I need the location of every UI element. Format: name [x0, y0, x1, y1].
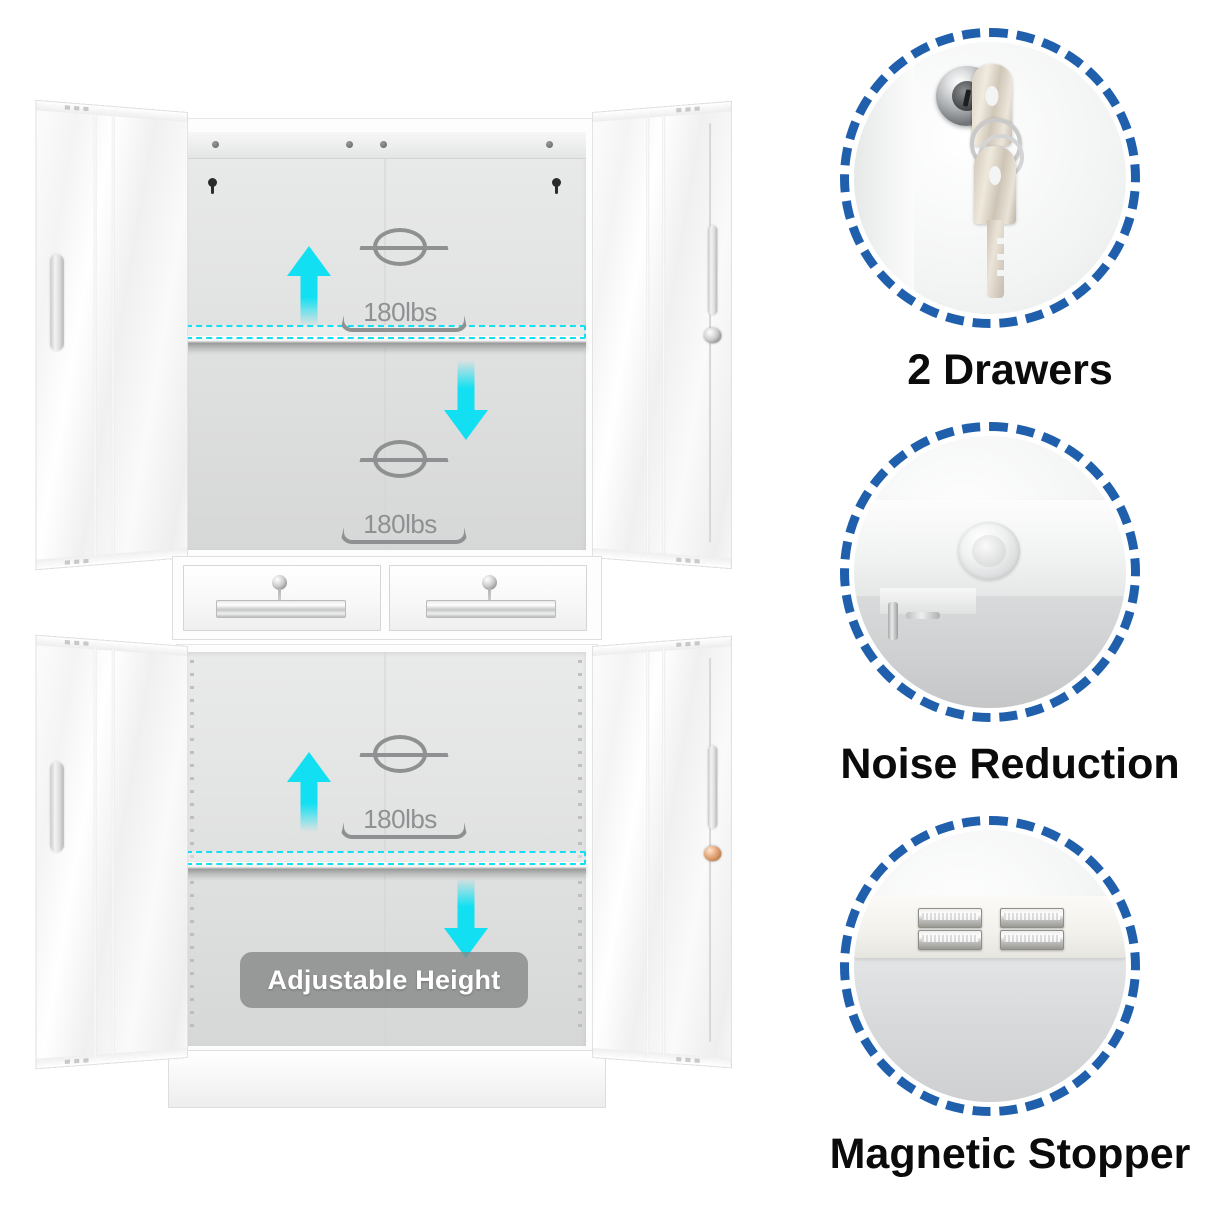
feature-caption-magnet: Magnetic Stopper: [829, 1130, 1191, 1178]
weight-capacity-icon-top: 180lbs: [340, 228, 468, 332]
drawer-right-key: [488, 588, 491, 608]
upper-left-door-handle[interactable]: [50, 254, 64, 351]
weight-capacity-label-bottom: 180lbs: [363, 509, 437, 539]
lower-right-door-lock[interactable]: [703, 845, 722, 862]
adjustable-height-badge: Adjustable Height: [240, 952, 528, 1008]
door-rib: [93, 113, 97, 557]
door-rib: [111, 115, 115, 555]
feature-noise-reduction: Noise Reduction: [820, 422, 1200, 822]
arrow-up-icon-inner: [287, 246, 331, 326]
drawer-bank: [172, 556, 602, 640]
door-rib: [93, 647, 97, 1057]
door-rib: [111, 648, 115, 1056]
back-panel-seam: [384, 158, 386, 550]
door-rib: [646, 650, 650, 1054]
product-image: 180lbs 180lbs: [35, 99, 732, 1108]
feature-circle-noise: [840, 422, 1140, 722]
drawer-right-handle[interactable]: [426, 600, 556, 618]
upper-cabinet-shelf: [186, 336, 586, 348]
feature-2-drawers: 2 Drawers: [820, 28, 1200, 428]
screw-icon: [346, 141, 353, 148]
drawer-left-key: [278, 588, 281, 608]
upper-right-door-lock[interactable]: [703, 327, 722, 344]
feature-circle-drawers: [840, 28, 1140, 328]
adjustable-height-label: Adjustable Height: [267, 964, 501, 995]
back-panel-seam: [384, 652, 386, 1046]
drawer-left[interactable]: [183, 565, 381, 631]
upper-right-door[interactable]: [592, 100, 732, 570]
screw-icon: [380, 141, 387, 148]
cabinet-base-plinth: [168, 1050, 606, 1108]
drawer-right[interactable]: [389, 565, 587, 631]
feature-caption-noise: Noise Reduction: [840, 740, 1180, 788]
door-rib: [646, 116, 650, 554]
dashed-ring-border: [840, 422, 1140, 722]
feature-circle-magnet: [840, 816, 1140, 1116]
adjustable-shelf-highlight-lower: [186, 851, 586, 865]
door-rib: [662, 649, 666, 1055]
weight-capacity-label-lower: 180lbs: [363, 804, 437, 834]
drawer-left-handle[interactable]: [216, 600, 346, 618]
drawer-right-lock[interactable]: [482, 575, 497, 590]
weight-capacity-icon-bottom: 180lbs: [340, 440, 468, 544]
lower-left-door[interactable]: [35, 634, 188, 1070]
lower-left-door-handle[interactable]: [50, 761, 64, 852]
weight-capacity-icon-lower: 180lbs: [340, 735, 468, 839]
screw-icon: [546, 141, 553, 148]
shelf-adjustment-hole-rail-right: [578, 660, 582, 1036]
door-rib: [662, 115, 666, 555]
drawer-left-lock[interactable]: [272, 575, 287, 590]
arrow-up-icon: [287, 752, 331, 832]
lower-right-door[interactable]: [592, 635, 732, 1069]
wall-mount-keyhole-icon: [208, 178, 217, 194]
arrow-down-icon: [444, 878, 488, 958]
wall-mount-keyhole-icon: [552, 178, 561, 194]
dashed-ring-border: [840, 28, 1140, 328]
feature-magnetic-stopper: Magnetic Stopper: [820, 816, 1200, 1214]
lower-cabinet-shelf: [186, 862, 586, 874]
feature-caption-drawers: 2 Drawers: [907, 346, 1113, 394]
upper-right-door-handle[interactable]: [707, 225, 718, 316]
weight-capacity-label-top: 180lbs: [363, 297, 437, 327]
upper-left-door[interactable]: [35, 99, 188, 571]
lower-right-door-handle[interactable]: [707, 745, 718, 830]
shelf-adjustment-hole-rail-left: [190, 660, 194, 1036]
dashed-ring-border: [840, 816, 1140, 1116]
screw-icon: [212, 141, 219, 148]
arrow-down-icon: [444, 360, 488, 440]
